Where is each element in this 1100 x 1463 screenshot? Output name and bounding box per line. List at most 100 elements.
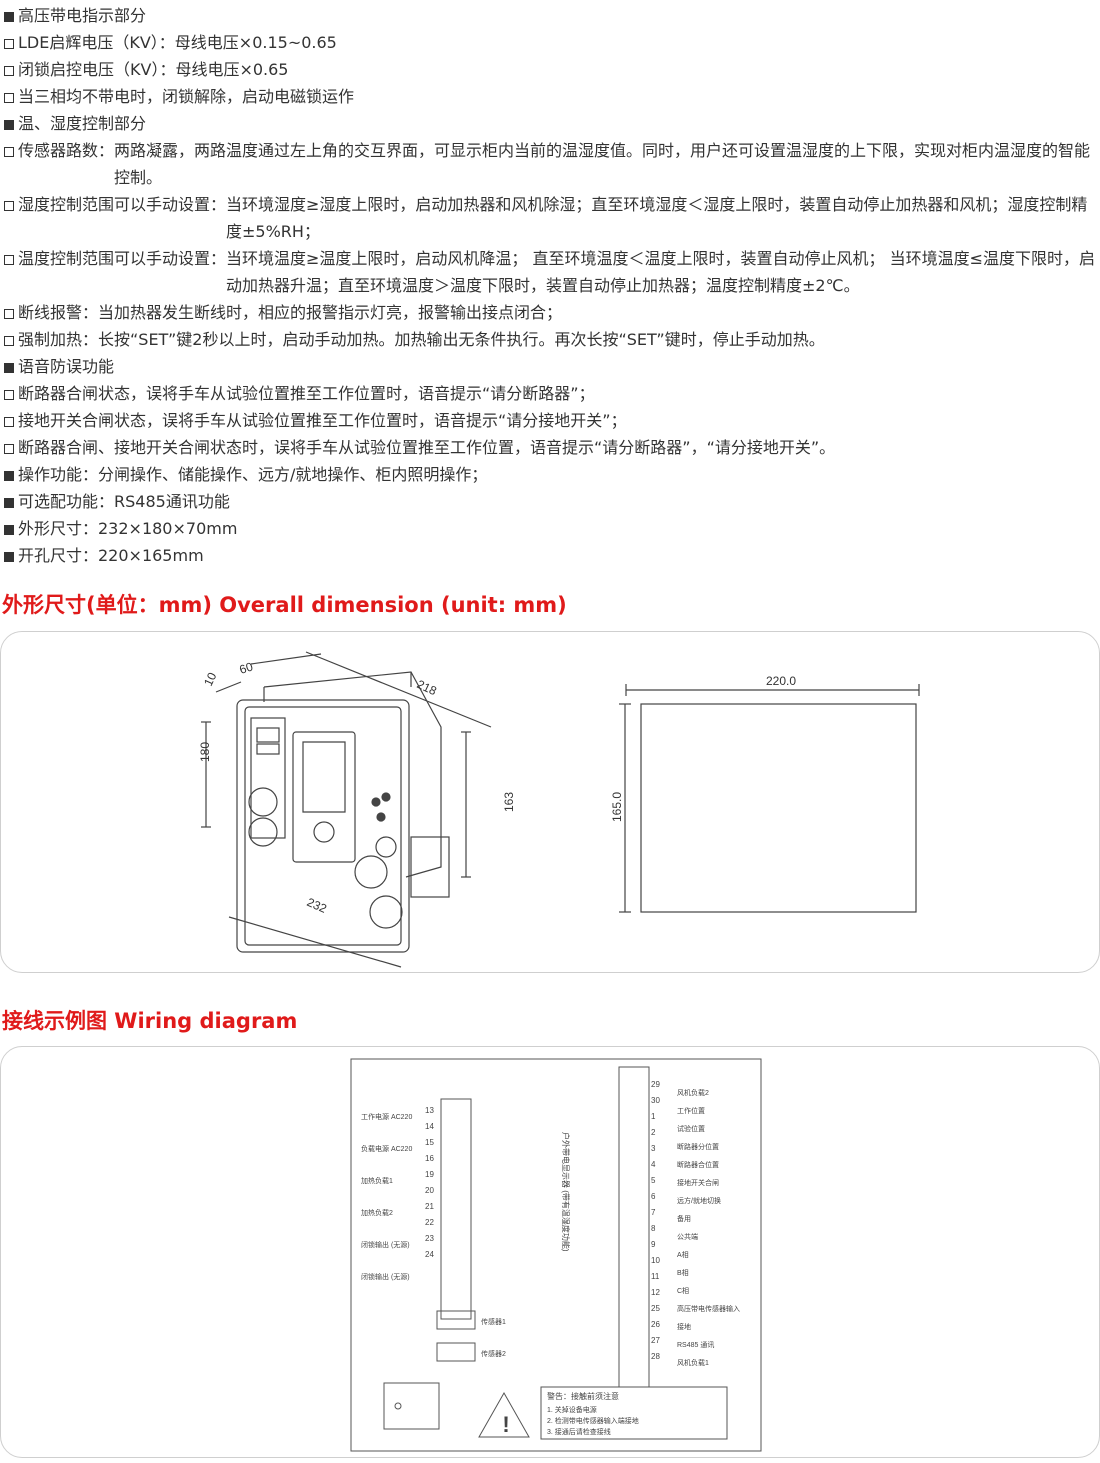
right-terminal-label: 接地 <box>677 1322 691 1331</box>
dim-180: 180 <box>198 742 212 762</box>
bullet-square-open-icon <box>4 299 18 326</box>
bullet-square-open-icon <box>4 380 18 407</box>
spec-text: 当环境湿度≥湿度上限时，启动加热器和风机除湿；直至环境湿度＜湿度上限时，装置自动… <box>226 195 1088 241</box>
right-terminal-label: 公共端 <box>677 1232 698 1241</box>
dim-cut-height: 165.0 <box>610 792 624 822</box>
dimension-drawing: 60 10 218 180 163 232 220.0 165.0 <box>198 651 920 968</box>
spec-text: 开孔尺寸：220×165mm <box>18 546 204 565</box>
dimension-panel: 60 10 218 180 163 232 220.0 165.0 <box>0 631 1100 973</box>
spec-text: LDE启辉电压（KV）：母线电压×0.15~0.65 <box>18 33 337 52</box>
right-terminal-number: 2 <box>651 1128 656 1137</box>
right-terminal-number: 29 <box>651 1080 660 1089</box>
spec-text: 接地开关合闸状态，误将手车从试验位置推至工作位置时，语音提示“请分接地开关”； <box>18 411 627 430</box>
right-terminal-label: C相 <box>677 1286 689 1295</box>
wiring-section-title: 接线示例图 Wiring diagram <box>2 1009 298 1033</box>
spec-item: LDE启辉电压（KV）：母线电压×0.15~0.65 <box>4 29 1096 56</box>
bullet-square-open-icon <box>4 83 18 110</box>
spec-item: 外形尺寸：232×180×70mm <box>4 515 1096 542</box>
left-terminal-number: 14 <box>425 1122 434 1131</box>
right-terminal-number: 8 <box>651 1224 656 1233</box>
bullet-square-open-icon <box>4 245 18 299</box>
spec-text: 高压带电指示部分 <box>18 6 147 25</box>
right-terminal-number: 12 <box>651 1288 660 1297</box>
right-terminal-label: 风机负载1 <box>677 1358 709 1367</box>
bullet-square-open-icon <box>4 434 18 461</box>
bullet-square-open-icon <box>4 29 18 56</box>
bullet-square-open-icon <box>4 56 18 83</box>
center-note: 户外带电显示器 (带有温湿度功能) <box>561 1132 571 1252</box>
right-terminal-label: 远方/就地切换 <box>677 1196 721 1205</box>
sensor-label: 传感器1 <box>481 1317 506 1326</box>
spec-item: 可选配功能：RS485通讯功能 <box>4 488 1096 515</box>
dim-163: 163 <box>502 792 516 812</box>
left-terminal-number: 24 <box>425 1250 434 1259</box>
right-terminal-number: 4 <box>651 1160 656 1169</box>
spec-text: 操作功能：分闸操作、储能操作、远方/就地操作、柜内照明操作； <box>18 465 488 484</box>
left-terminal-label: 加热负载2 <box>361 1208 393 1217</box>
spec-list: 高压带电指示部分 LDE启辉电压（KV）：母线电压×0.15~0.65 闭锁启控电压… <box>4 2 1096 569</box>
spec-item: 传感器路数：两路凝露，两路温度通过左上角的交互界面，可显示柜内当前的温湿度值。同… <box>4 137 1096 191</box>
left-terminal-number: 23 <box>425 1234 434 1243</box>
bullet-square-filled-icon <box>4 353 18 380</box>
left-terminal-label: 工作电源 AC220 <box>361 1112 412 1121</box>
right-terminal-label: 试验位置 <box>677 1124 705 1133</box>
right-terminal-number: 7 <box>651 1208 656 1217</box>
left-terminal-label: 闭锁输出 (无源) <box>361 1272 410 1281</box>
right-terminal-number: 30 <box>651 1096 660 1105</box>
spec-text: 闭锁启控电压（KV）：母线电压×0.65 <box>18 60 289 79</box>
warning-icon: ! <box>502 1412 509 1437</box>
bullet-square-filled-icon <box>4 488 18 515</box>
left-terminal-number: 16 <box>425 1154 434 1163</box>
right-terminal-number: 27 <box>651 1336 660 1345</box>
notice-item: 1. 关掉设备电源 <box>547 1405 597 1414</box>
right-terminal-number: 1 <box>651 1112 656 1121</box>
spec-label: 湿度控制范围可以手动设置： <box>18 195 227 214</box>
left-terminal-label: 闭锁输出 (无源) <box>361 1240 410 1249</box>
left-terminal-number: 19 <box>425 1170 434 1179</box>
spec-item: 操作功能：分闸操作、储能操作、远方/就地操作、柜内照明操作； <box>4 461 1096 488</box>
right-terminal-label: B相 <box>677 1268 689 1277</box>
right-terminal-number: 10 <box>651 1256 660 1265</box>
spec-text: 当环境温度≥温度上限时，启动风机降温； 直至环境温度＜温度上限时，装置自动停止风… <box>226 249 1096 295</box>
left-terminal-number: 22 <box>425 1218 434 1227</box>
notice-item: 3. 接通后请检查接线 <box>547 1427 611 1436</box>
spec-text: 两路凝露，两路温度通过左上角的交互界面，可显示柜内当前的温湿度值。同时，用户还可… <box>114 141 1091 187</box>
bullet-square-filled-icon <box>4 110 18 137</box>
right-terminal-number: 28 <box>651 1352 660 1361</box>
bullet-square-filled-icon <box>4 515 18 542</box>
dim-cut-width: 220.0 <box>766 674 796 688</box>
right-terminal-number: 9 <box>651 1240 656 1249</box>
right-terminal-label: 备用 <box>677 1214 691 1223</box>
spec-text: 断线报警：当加热器发生断线时，相应的报警指示灯亮，报警输出接点闭合； <box>18 303 563 322</box>
bullet-square-filled-icon <box>4 542 18 569</box>
right-terminal-number: 25 <box>651 1304 660 1313</box>
spec-item: 闭锁启控电压（KV）：母线电压×0.65 <box>4 56 1096 83</box>
bullet-square-open-icon <box>4 191 18 245</box>
spec-item: 语音防误功能 <box>4 353 1096 380</box>
right-terminal-number: 11 <box>651 1272 660 1281</box>
spec-item: 温、湿度控制部分 <box>4 110 1096 137</box>
spec-text: 强制加热：长按“SET”键2秒以上时，启动手动加热。加热输出无条件执行。再次长按… <box>18 330 825 349</box>
spec-item: 强制加热：长按“SET”键2秒以上时，启动手动加热。加热输出无条件执行。再次长按… <box>4 326 1096 353</box>
spec-item: 接地开关合闸状态，误将手车从试验位置推至工作位置时，语音提示“请分接地开关”； <box>4 407 1096 434</box>
spec-text: 当三相均不带电时，闭锁解除，启动电磁锁运作 <box>18 87 355 106</box>
right-terminal-label: 高压带电传感器输入 <box>677 1304 740 1313</box>
spec-label: 传感器路数： <box>18 141 115 160</box>
spec-text: 外形尺寸：232×180×70mm <box>18 519 238 538</box>
spec-text: 语音防误功能 <box>18 357 115 376</box>
left-terminal-number: 20 <box>425 1186 434 1195</box>
spec-text: 断路器合闸、接地开关合闸状态时，误将手车从试验位置推至工作位置，语音提示“请分断… <box>18 438 836 457</box>
bullet-square-filled-icon <box>4 2 18 29</box>
spec-item: 高压带电指示部分 <box>4 2 1096 29</box>
notice-title: 警告：接触前须注意 <box>547 1391 619 1401</box>
dim-218: 218 <box>415 677 439 698</box>
bullet-square-open-icon <box>4 326 18 353</box>
bullet-square-open-icon <box>4 137 18 191</box>
left-terminal-number: 13 <box>425 1106 434 1115</box>
right-terminal-label: 断路器分位置 <box>677 1142 719 1151</box>
right-terminal-number: 26 <box>651 1320 660 1329</box>
spec-item: 断线报警：当加热器发生断线时，相应的报警指示灯亮，报警输出接点闭合； <box>4 299 1096 326</box>
spec-text: 断路器合闸状态，误将手车从试验位置推至工作位置时，语音提示“请分断路器”； <box>18 384 595 403</box>
